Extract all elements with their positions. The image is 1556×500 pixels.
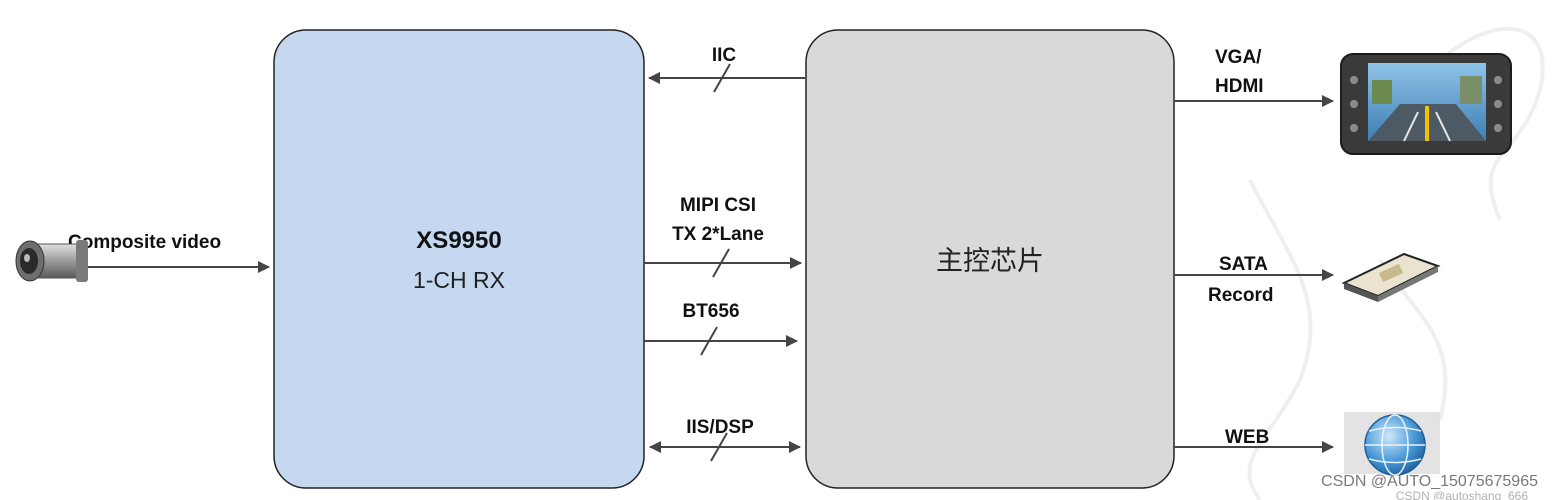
globe-icon <box>1344 412 1440 476</box>
web-output: WEB <box>1174 427 1334 453</box>
mipi-label-line1: MIPI CSI <box>680 195 756 216</box>
sata-label-line1: SATA <box>1219 254 1268 275</box>
vga-label-line2: HDMI <box>1215 76 1264 97</box>
mipi-label-line2: TX 2*Lane <box>672 224 764 245</box>
camera-icon <box>15 240 88 282</box>
iic-bus: IIC <box>648 45 805 93</box>
web-label: WEB <box>1225 427 1269 448</box>
controller-name: 主控芯片 <box>936 246 1044 277</box>
bt656-label: BT656 <box>682 301 739 322</box>
vga-hdmi-output: VGA/ HDMI <box>1174 47 1334 107</box>
bt656-bus: BT656 <box>644 301 798 356</box>
receiver-name: XS9950 <box>416 227 501 254</box>
car-display-icon <box>1340 53 1512 155</box>
xs9950-block <box>273 29 645 489</box>
receiver-subtitle: 1-CH RX <box>413 267 505 293</box>
sata-record-output: SATA Record <box>1174 254 1334 306</box>
mipi-csi-bus: MIPI CSI TX 2*Lane <box>644 195 802 278</box>
iic-label: IIC <box>712 45 737 66</box>
iis-dsp-label: IIS/DSP <box>686 417 754 438</box>
iis-dsp-bus: IIS/DSP <box>649 417 801 462</box>
sata-label-line2: Record <box>1208 285 1273 306</box>
composite-video-label: Composite video <box>68 232 221 253</box>
watermark-faint-text: CSDN @autoshang_666 <box>1396 489 1529 500</box>
vga-label-line1: VGA/ <box>1215 47 1262 68</box>
hard-drive-icon <box>1341 252 1441 302</box>
main-controller-block <box>805 29 1175 489</box>
watermark-text: CSDN @AUTO_15075675965 <box>1321 473 1538 490</box>
